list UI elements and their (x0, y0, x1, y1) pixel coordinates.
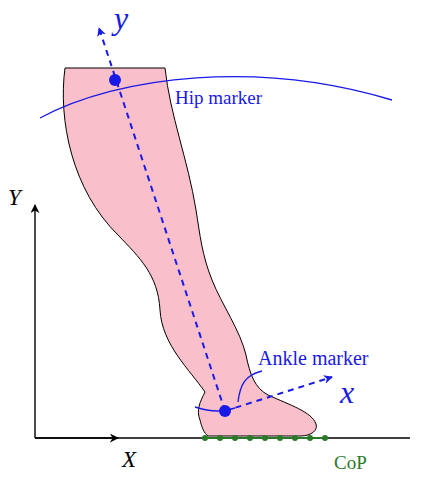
marker-label: Hip marker (175, 88, 262, 107)
leg-shape (63, 68, 316, 436)
hip-marker-arc (40, 77, 392, 118)
marker-label: Ankle marker (258, 348, 369, 368)
leg-y-axis (99, 28, 225, 411)
global-x-arrow (35, 437, 118, 438)
axis-label: Y (8, 186, 21, 209)
leg-x-axis (225, 377, 332, 411)
global-y-axis (34, 205, 35, 438)
axis-label: x (340, 376, 354, 408)
ankle-leader (238, 371, 262, 402)
axis-label: y (114, 2, 128, 34)
ankle-marker (219, 405, 231, 417)
cop-label: CoP (334, 453, 367, 472)
axis-label: X (122, 448, 136, 471)
cop-dots (202, 435, 328, 441)
hip-marker (109, 74, 121, 86)
